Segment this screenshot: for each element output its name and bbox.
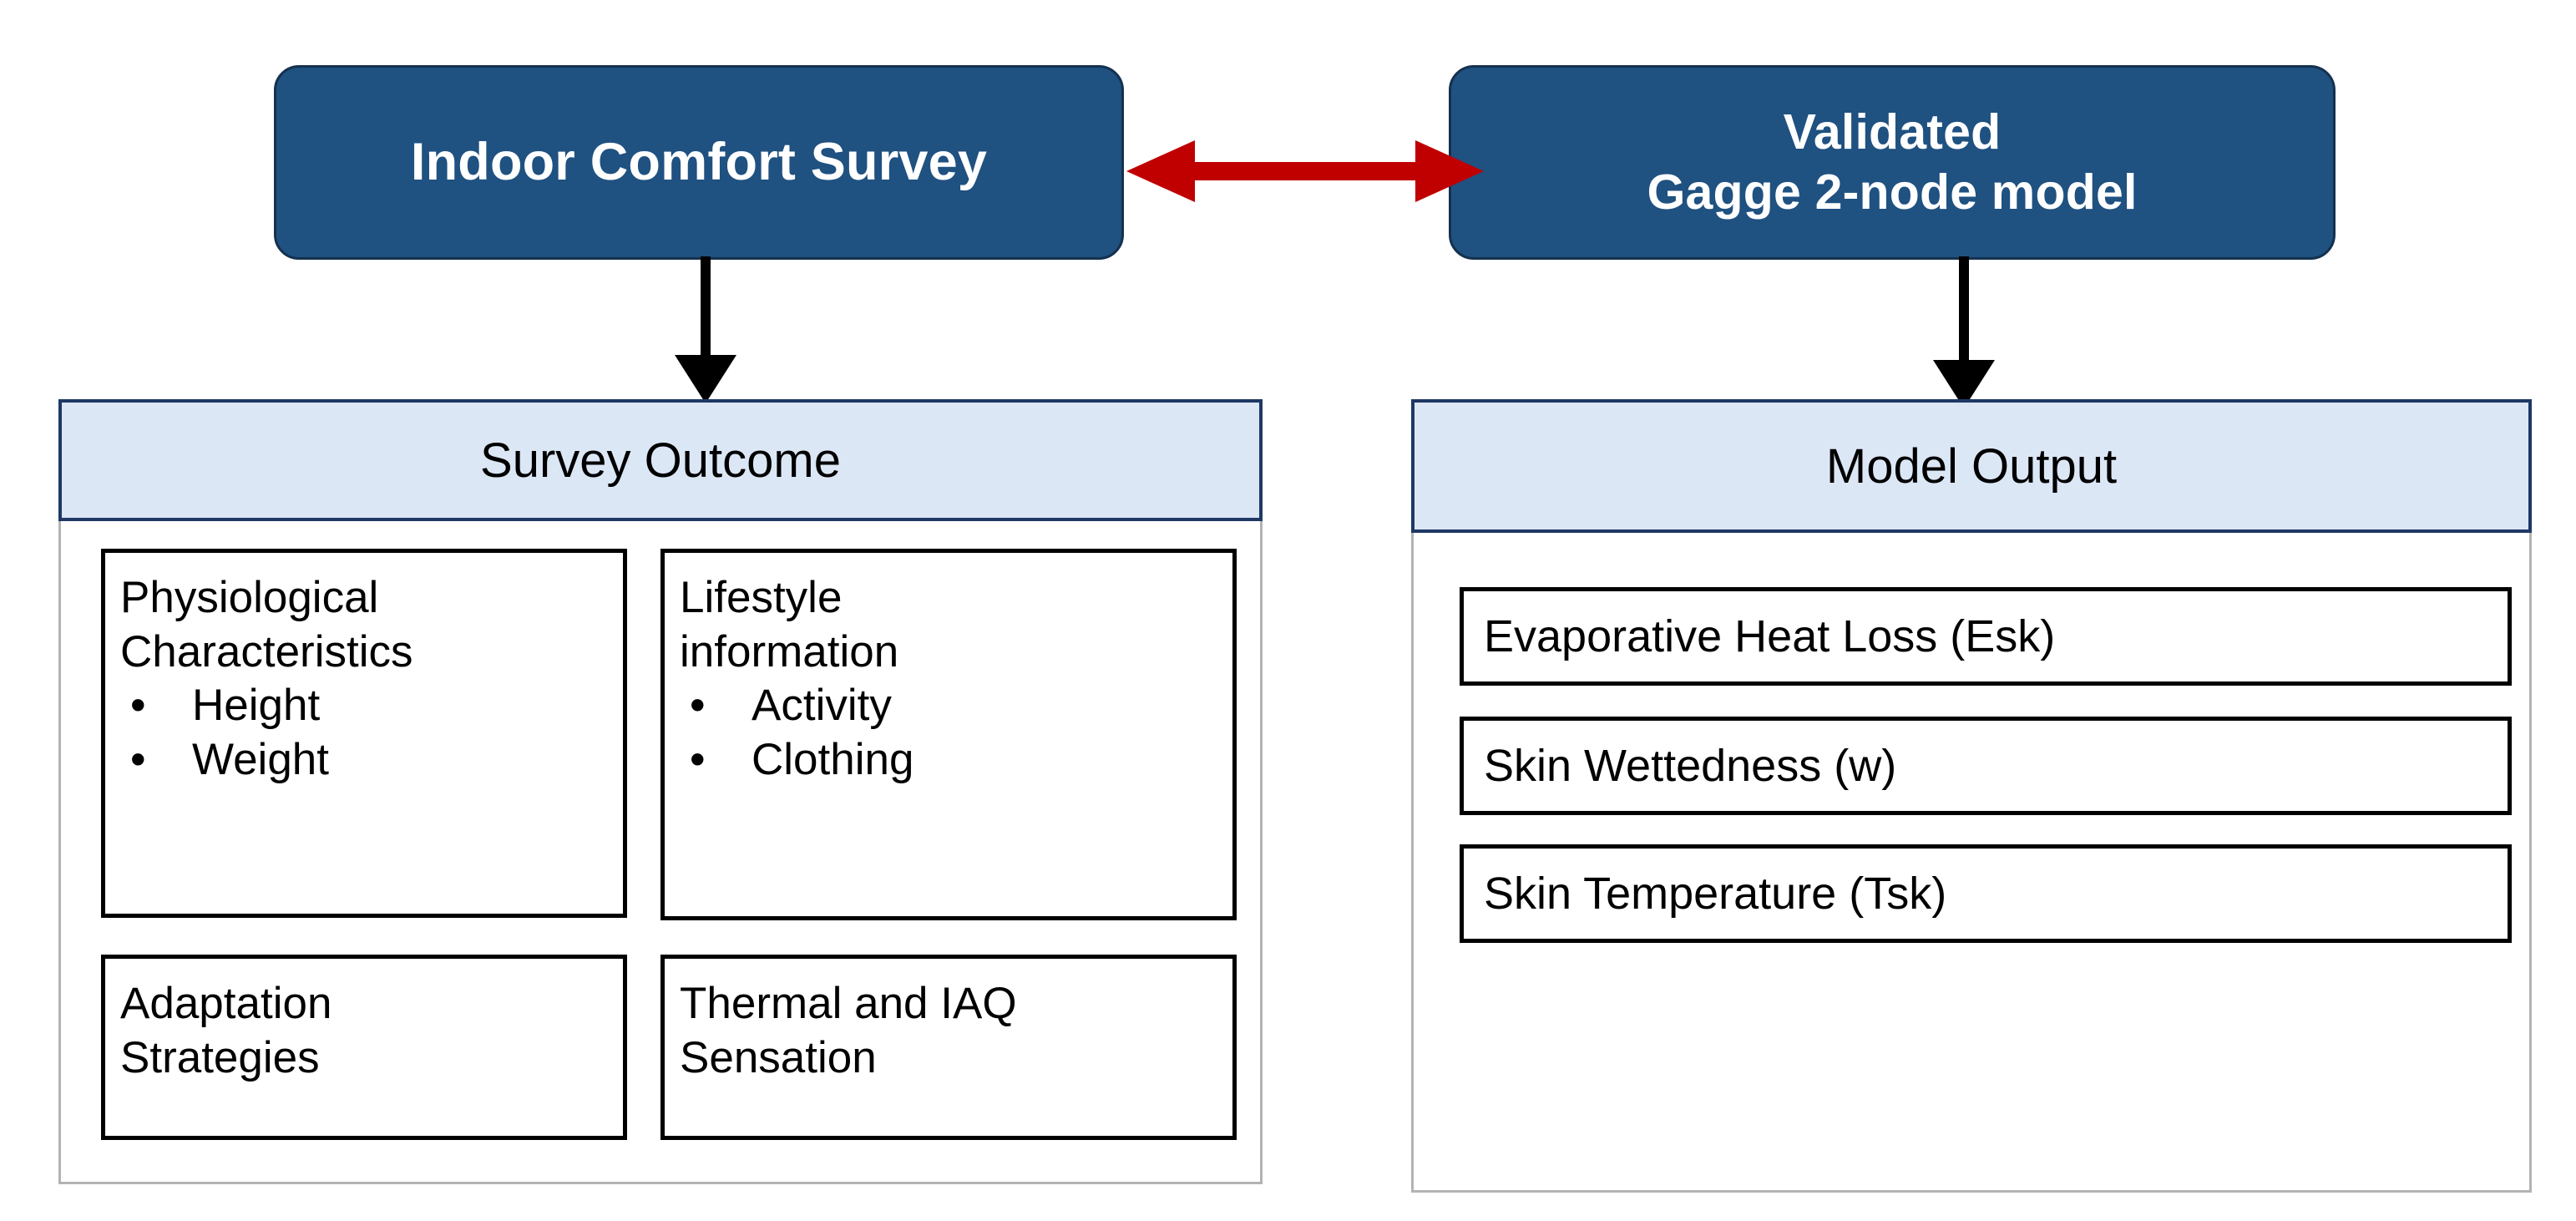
panel-model-output-header: Model Output bbox=[1411, 399, 2532, 533]
box-skin-temperature-label: Skin Temperature (Tsk) bbox=[1484, 869, 1947, 919]
box-skin-wettedness-label: Skin Wettedness (w) bbox=[1484, 741, 1897, 791]
box-evaporative-heat-loss-label: Evaporative Heat Loss (Esk) bbox=[1484, 611, 2056, 661]
arrow-down-survey-to-outcome-icon bbox=[656, 256, 757, 407]
panel-survey-outcome: Survey Outcome Physiological Characteris… bbox=[58, 399, 1263, 1184]
box-physiological-characteristics-title: Physiological Characteristics bbox=[120, 573, 413, 676]
box-skin-wettedness[interactable]: Skin Wettedness (w) bbox=[1460, 717, 2512, 815]
panel-model-output-header-label: Model Output bbox=[1825, 438, 2118, 494]
list-item: • Height bbox=[120, 679, 623, 733]
box-thermal-and-iaq-sensation-title: Thermal and IAQ Sensation bbox=[680, 979, 1017, 1082]
box-skin-temperature[interactable]: Skin Temperature (Tsk) bbox=[1460, 844, 2512, 943]
list-item-label: Weight bbox=[192, 734, 329, 784]
box-physiological-characteristics-bullets: • Height • Weight bbox=[120, 679, 623, 787]
node-validated-gagge-model[interactable]: Validated Gagge 2-node model bbox=[1449, 65, 2336, 260]
panel-survey-outcome-header-label: Survey Outcome bbox=[480, 433, 841, 488]
node-validated-gagge-model-label-line1: Validated bbox=[1783, 104, 2002, 160]
panel-survey-outcome-header: Survey Outcome bbox=[58, 399, 1263, 521]
box-lifestyle-information[interactable]: Lifestyle information • Activity • Cloth… bbox=[660, 549, 1237, 920]
node-validated-gagge-model-label-line2: Gagge 2-node model bbox=[1647, 164, 2138, 220]
panel-model-output: Model Output Evaporative Heat Loss (Esk)… bbox=[1411, 399, 2532, 1193]
bullet-dot-icon: • bbox=[690, 734, 706, 784]
node-validated-gagge-model-label: Validated Gagge 2-node model bbox=[1647, 103, 2137, 223]
list-item-label: Activity bbox=[752, 681, 892, 731]
box-evaporative-heat-loss[interactable]: Evaporative Heat Loss (Esk) bbox=[1460, 587, 2512, 686]
bullet-dot-icon: • bbox=[130, 734, 146, 784]
list-item: • Clothing bbox=[680, 733, 1232, 788]
arrow-down-model-to-output-icon bbox=[1915, 256, 2015, 408]
box-lifestyle-information-bullets: • Activity • Clothing bbox=[680, 679, 1232, 787]
box-adaptation-strategies-title: Adaptation Strategies bbox=[120, 979, 332, 1082]
node-indoor-comfort-survey-label: Indoor Comfort Survey bbox=[410, 133, 988, 192]
box-adaptation-strategies[interactable]: Adaptation Strategies bbox=[101, 955, 627, 1140]
bullet-dot-icon: • bbox=[690, 681, 706, 731]
node-indoor-comfort-survey[interactable]: Indoor Comfort Survey bbox=[274, 65, 1124, 260]
bullet-dot-icon: • bbox=[130, 681, 146, 731]
list-item: • Weight bbox=[120, 733, 623, 788]
list-item-label: Clothing bbox=[752, 734, 914, 784]
box-lifestyle-information-title: Lifestyle information bbox=[680, 573, 899, 676]
list-item: • Activity bbox=[680, 679, 1232, 733]
list-item-label: Height bbox=[192, 681, 321, 731]
box-thermal-and-iaq-sensation[interactable]: Thermal and IAQ Sensation bbox=[660, 955, 1237, 1140]
box-physiological-characteristics[interactable]: Physiological Characteristics • Height •… bbox=[101, 549, 627, 918]
bidirectional-arrow-icon bbox=[1126, 125, 1484, 217]
